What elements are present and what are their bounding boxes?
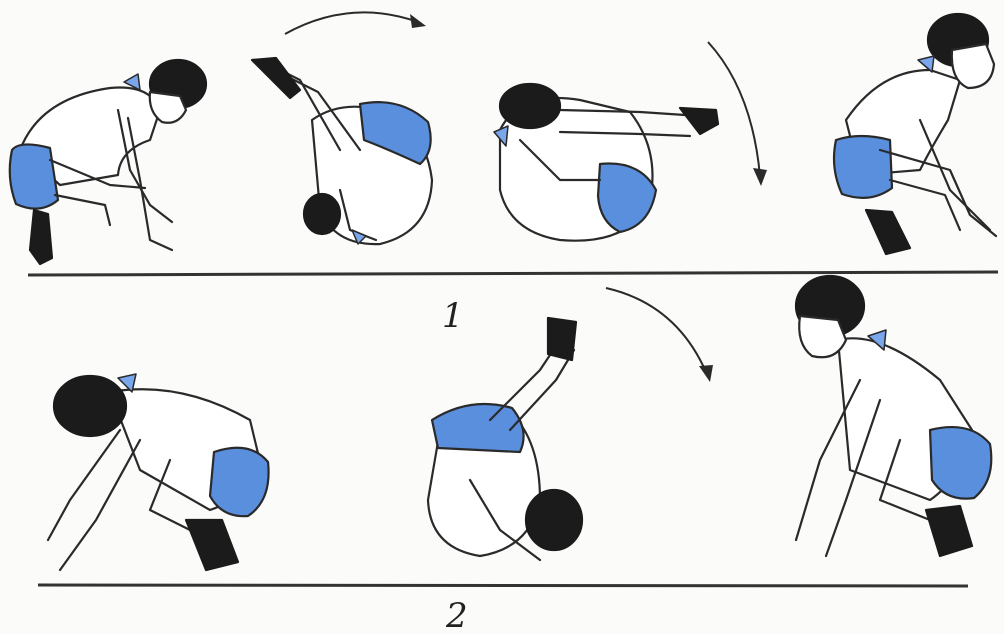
- row-label-1: 1: [442, 296, 464, 336]
- figure-row2-squat-end: [796, 276, 991, 556]
- floor-line-row-2: [38, 585, 968, 586]
- figure-row1-roll-over: [494, 84, 718, 241]
- row-label-2: 2: [446, 596, 468, 634]
- figure-row1-roll-back: [252, 58, 432, 244]
- figure-row1-squat-end: [834, 14, 996, 254]
- figure-row2-squat-start: [48, 374, 269, 570]
- figure-row2-roll-back: [428, 318, 582, 560]
- figure-row1-squat-start: [10, 60, 206, 264]
- rotation-arrow-row-2: [606, 288, 713, 382]
- floor-line-row-1: [28, 272, 998, 275]
- rotation-arrow-top: [285, 12, 426, 34]
